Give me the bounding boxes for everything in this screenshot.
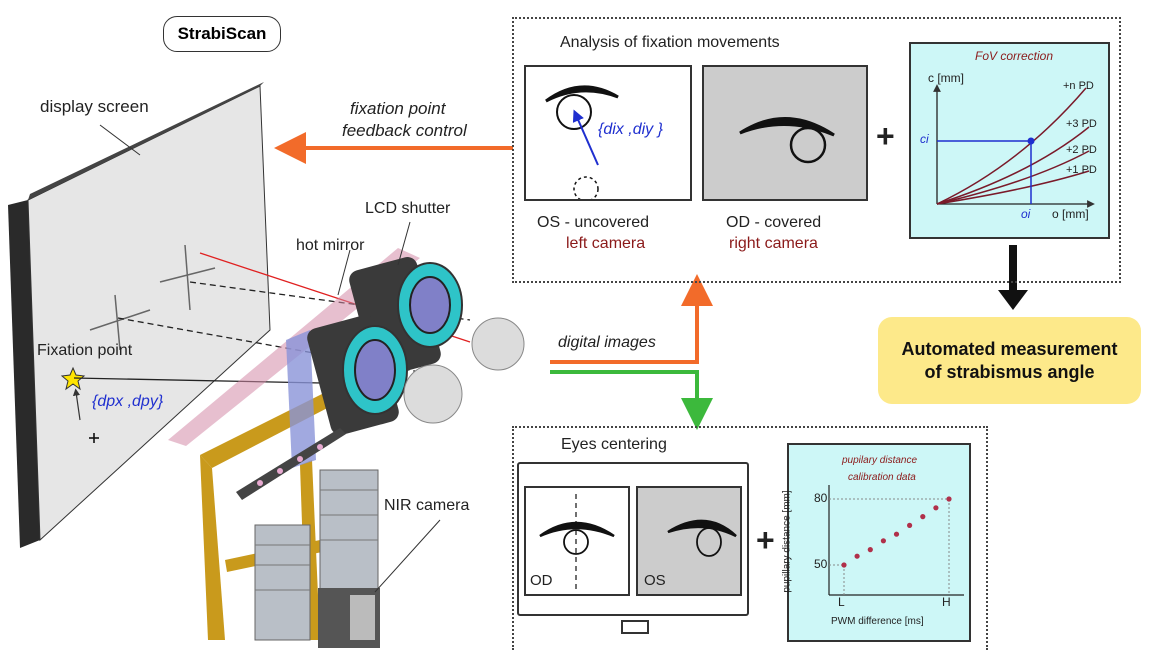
result-line-1: Automated measurement bbox=[901, 338, 1118, 359]
centering-os-label: OS bbox=[644, 572, 666, 589]
os-caption-1: OS - uncovered bbox=[537, 214, 650, 231]
analysis-title: Analysis of fixation movements bbox=[560, 34, 780, 51]
os-caption-2: left camera bbox=[566, 235, 646, 252]
od-caption-1: OD - covered bbox=[726, 214, 822, 231]
feedback-label-1: fixation point bbox=[350, 99, 446, 118]
od-eye-drawing bbox=[739, 117, 835, 164]
calibration-point bbox=[867, 547, 873, 553]
feedback-label-2: feedback control bbox=[342, 121, 467, 140]
target-cross-icon bbox=[89, 433, 99, 443]
fov-panel bbox=[909, 42, 1110, 239]
centering-os-panel bbox=[636, 486, 742, 596]
calibration-point bbox=[920, 514, 926, 520]
digital-images-orange-arrow bbox=[550, 274, 713, 364]
calibration-x-tick: L bbox=[838, 595, 845, 609]
centering-od-label: OD bbox=[530, 572, 553, 589]
di-label: {dix ,diy } bbox=[598, 121, 663, 138]
os-eye-drawing bbox=[545, 85, 619, 199]
calibration-point bbox=[880, 538, 886, 544]
calibration-point bbox=[933, 505, 939, 511]
centering-od-panel bbox=[524, 486, 630, 596]
centering-os-drawing bbox=[667, 519, 737, 557]
nir-cameras bbox=[254, 469, 380, 648]
calibration-panel bbox=[787, 443, 971, 642]
centering-od-drawing bbox=[539, 494, 615, 592]
digital-images-label: digital images bbox=[558, 334, 656, 351]
analysis-box bbox=[512, 17, 1121, 283]
plus-icon: + bbox=[756, 522, 775, 558]
calibration-y-tick: 50 bbox=[814, 557, 828, 571]
fov-curve-label: +2 PD bbox=[1066, 144, 1097, 156]
fov-title: FoV correction bbox=[975, 49, 1054, 63]
calibration-points bbox=[841, 496, 952, 568]
lcd-shutter-label: LCD shutter bbox=[365, 200, 451, 217]
od-eye-panel bbox=[702, 65, 868, 201]
eyeballs bbox=[403, 317, 525, 424]
calibration-title-2: calibration data bbox=[848, 472, 916, 483]
fov-curve-label: +n PD bbox=[1063, 80, 1094, 92]
fov-oi-label: oi bbox=[1021, 207, 1031, 221]
centering-box bbox=[512, 426, 988, 650]
hot-mirror-label: hot mirror bbox=[296, 237, 365, 254]
fov-curve-label: +3 PD bbox=[1066, 118, 1097, 130]
calibration-x-tick: H bbox=[942, 595, 951, 609]
app-title: StrabiScan bbox=[163, 16, 281, 52]
nir-camera-label: NIR camera bbox=[384, 497, 470, 514]
fov-x-axis: o [mm] bbox=[1052, 207, 1089, 221]
result-line-2: of strabismus angle bbox=[924, 361, 1095, 382]
calibration-point bbox=[946, 496, 952, 502]
screen-crosses bbox=[89, 244, 216, 351]
display-screen-label: display screen bbox=[40, 97, 149, 116]
shutter-panel bbox=[286, 330, 316, 468]
monitor-stand bbox=[621, 620, 649, 634]
calibration-y-axis: pupillary distance [mm] bbox=[781, 490, 793, 593]
lens-assembly bbox=[307, 257, 463, 435]
fov-y-axis: c [mm] bbox=[928, 71, 964, 85]
fixation-point-label: Fixation point bbox=[37, 342, 133, 359]
result-arrow bbox=[998, 245, 1028, 310]
os-eye-panel bbox=[524, 65, 692, 201]
fov-curve-label: +1 PD bbox=[1066, 164, 1097, 176]
calibration-point bbox=[841, 562, 847, 568]
led-bar bbox=[236, 428, 346, 500]
display-screen bbox=[8, 82, 271, 548]
calibration-title-1: pupilary distance bbox=[842, 455, 918, 466]
centering-title: Eyes centering bbox=[561, 436, 667, 453]
fov-ci-label: ci bbox=[920, 132, 929, 146]
digital-images-green-arrow bbox=[550, 370, 713, 430]
calibration-y-tick: 80 bbox=[814, 491, 828, 505]
calibration-point bbox=[854, 553, 860, 559]
dp-label: {dpx ,dpy} bbox=[92, 393, 164, 410]
fixation-star-icon bbox=[60, 366, 86, 391]
calibration-point bbox=[907, 522, 913, 528]
plus-icon: + bbox=[876, 118, 895, 154]
fov-chart bbox=[933, 84, 1095, 208]
leader-lines bbox=[337, 221, 411, 296]
calibration-point bbox=[893, 531, 900, 537]
calibration-x-axis: PWM difference [ms] bbox=[831, 616, 924, 627]
result-box: Automated measurement of strabismus angl… bbox=[878, 317, 1141, 404]
calibration-chart bbox=[828, 485, 964, 596]
od-caption-2: right camera bbox=[729, 235, 818, 252]
